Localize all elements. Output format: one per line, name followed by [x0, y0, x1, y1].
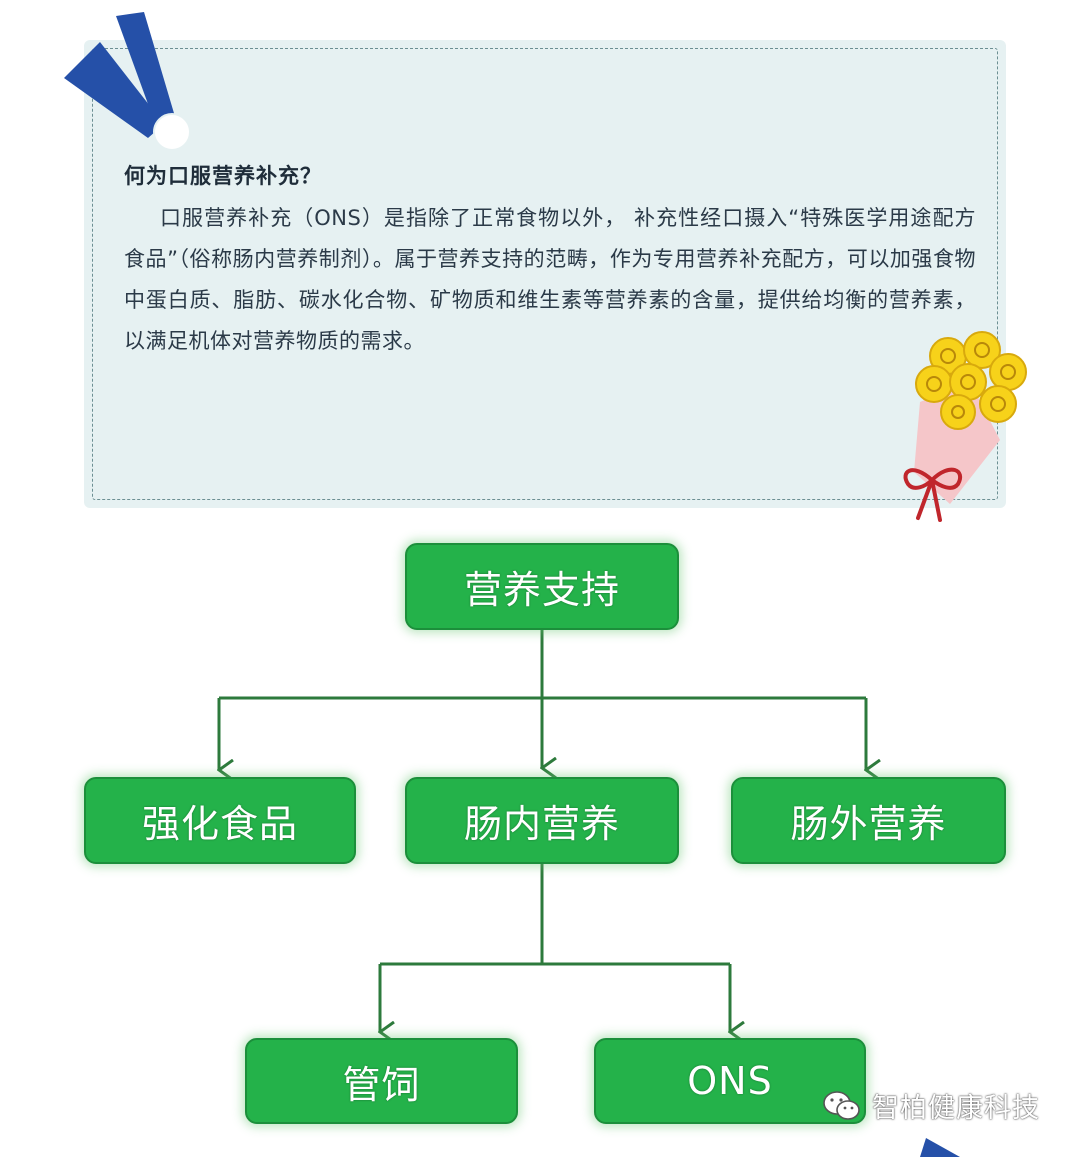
corner-accent-icon [920, 1138, 960, 1157]
watermark-text: 智柏健康科技 [872, 1093, 1040, 1124]
corner-decoration-icon [64, 12, 191, 151]
info-card [84, 40, 1006, 508]
card-body-paragraph: 口服营养补充（ONS）是指除了正常食物以外， 补充性经口摄入“特殊医学用途配方食… [124, 206, 976, 353]
wechat-icon [823, 1090, 860, 1120]
node-root: 营养支持 [405, 543, 679, 630]
node-enteral-nutrition: 肠内营养 [405, 777, 679, 864]
node-ons: ONS [594, 1038, 866, 1124]
node-fortified-food: 强化食品 [84, 777, 356, 864]
node-tube-feeding: 管饲 [245, 1038, 518, 1124]
watermark: 智柏健康科技 [822, 1086, 1040, 1125]
node-parenteral-nutrition: 肠外营养 [731, 777, 1006, 864]
info-card-dashed-border [92, 48, 998, 500]
flower-bouquet-icon [903, 331, 1027, 522]
card-title: 何为口服营养补充？ [124, 164, 322, 188]
